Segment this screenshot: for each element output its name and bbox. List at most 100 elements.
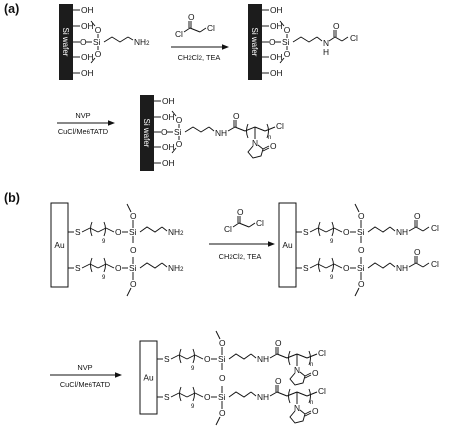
amine-group: NH2 (168, 263, 184, 273)
silicon-atom: Si (357, 227, 365, 237)
bond-line (415, 226, 424, 232)
reagent-chlorine: Cl (175, 29, 183, 39)
surface-hydroxyl: OH (162, 158, 175, 168)
gold-label: Au (282, 240, 293, 250)
bond-line (408, 262, 417, 268)
amine-group: NH2 (134, 37, 150, 47)
bond-line (215, 330, 221, 340)
repeat-bracket (308, 350, 311, 366)
surface-hydroxyl: OH (81, 21, 94, 31)
ring-carbonyl-oxygen: O (312, 406, 319, 416)
chain-end-chlorine: Cl (318, 386, 326, 396)
methoxy-oxygen: O (176, 139, 183, 149)
si-wafer (59, 4, 73, 80)
repeat-bracket (308, 388, 311, 404)
bridging-oxygen: O (269, 37, 276, 47)
bond-line (89, 227, 99, 233)
sulfur-atom: S (164, 354, 170, 364)
methoxy-oxygen: O (358, 279, 365, 289)
bond-line (244, 126, 256, 132)
ring-carbonyl-oxygen: O (270, 141, 277, 151)
ring-nitrogen: N (294, 403, 300, 413)
ring-nitrogen: N (294, 365, 300, 375)
reaction-arrow-head (108, 120, 115, 126)
repeat-bracket (331, 257, 334, 273)
ether-oxygen: O (204, 354, 211, 364)
silicon-atom: Si (129, 263, 137, 273)
chain-repeat-label: 9 (330, 275, 334, 281)
terminal-chlorine: Cl (431, 223, 439, 233)
ether-oxygen: O (115, 263, 122, 273)
carbonyl-bond (262, 145, 270, 150)
carbonyl-bond (304, 374, 312, 379)
si-wafer-label: Si wafer (251, 28, 260, 57)
si-wafer (248, 4, 262, 80)
gold-substrate (278, 202, 297, 288)
reaction-arrow-head (222, 44, 229, 50)
surface-hydroxyl: OH (270, 21, 283, 31)
bond-line (333, 263, 343, 269)
sulfur-atom: S (303, 227, 309, 237)
bond-line (170, 392, 180, 398)
repeat-bracket (331, 221, 334, 237)
amide-group: NH (257, 392, 269, 402)
amide-group: NH (257, 354, 269, 364)
ether-oxygen: O (343, 263, 350, 273)
bridging-oxygen: O (80, 37, 87, 47)
repeat-bracket (179, 386, 182, 402)
panel-a-label: (a) (4, 2, 19, 16)
bond-line (178, 392, 188, 398)
amide-oxygen: O (414, 247, 421, 257)
methoxy-oxygen: O (219, 408, 226, 418)
bond-line (296, 353, 308, 359)
bond-line (81, 263, 91, 269)
methoxy-oxygen: O (130, 211, 137, 221)
surface-hydroxyl: OH (81, 68, 94, 78)
bond-line (105, 263, 115, 269)
amine-group: NH2 (168, 227, 184, 237)
panel-b-label: (b) (4, 191, 20, 205)
bond-line (408, 226, 417, 232)
bond-line (325, 227, 335, 233)
bond-line (341, 36, 349, 42)
amide-group: NH (396, 227, 408, 237)
methoxy-oxygen: O (95, 49, 102, 59)
bond-line (194, 354, 204, 360)
bond-line (354, 287, 360, 297)
chain-repeat-label: 9 (191, 404, 195, 410)
propyl-chain (367, 226, 391, 233)
repeat-bracket (192, 348, 195, 364)
reaction-arrow-head (268, 241, 275, 247)
repeat-count-label: n (268, 135, 271, 141)
sulfur-atom: S (303, 263, 309, 273)
gold-label: Au (54, 240, 65, 250)
reagent-chlorine: Cl (224, 224, 232, 234)
bond-line (90, 20, 96, 27)
bond-line (296, 391, 308, 397)
bond-line (279, 57, 285, 64)
bond-line (248, 222, 256, 228)
reaction-arrow-head (115, 372, 122, 378)
bond-line (90, 57, 96, 64)
bond-line (170, 354, 180, 360)
methoxy-oxygen: O (176, 115, 183, 125)
bond-line (333, 227, 343, 233)
bond-line (309, 227, 319, 233)
bond-line (286, 391, 298, 397)
amide-group: NH (215, 128, 227, 138)
reagent-label: NVP (75, 111, 90, 120)
gold-substrate (50, 202, 69, 288)
chain-repeat-label: 9 (330, 239, 334, 245)
bond-line (215, 416, 221, 426)
carbonyl-bond (304, 410, 312, 415)
repeat-bracket (318, 221, 321, 237)
surface-hydroxyl: OH (162, 96, 175, 106)
repeat-count-label: n (310, 400, 313, 406)
bond-line (328, 36, 336, 42)
bridging-oxygen: O (130, 245, 137, 255)
ether-oxygen: O (115, 227, 122, 237)
amide-oxygen: O (275, 338, 282, 348)
bond-line (81, 227, 91, 233)
